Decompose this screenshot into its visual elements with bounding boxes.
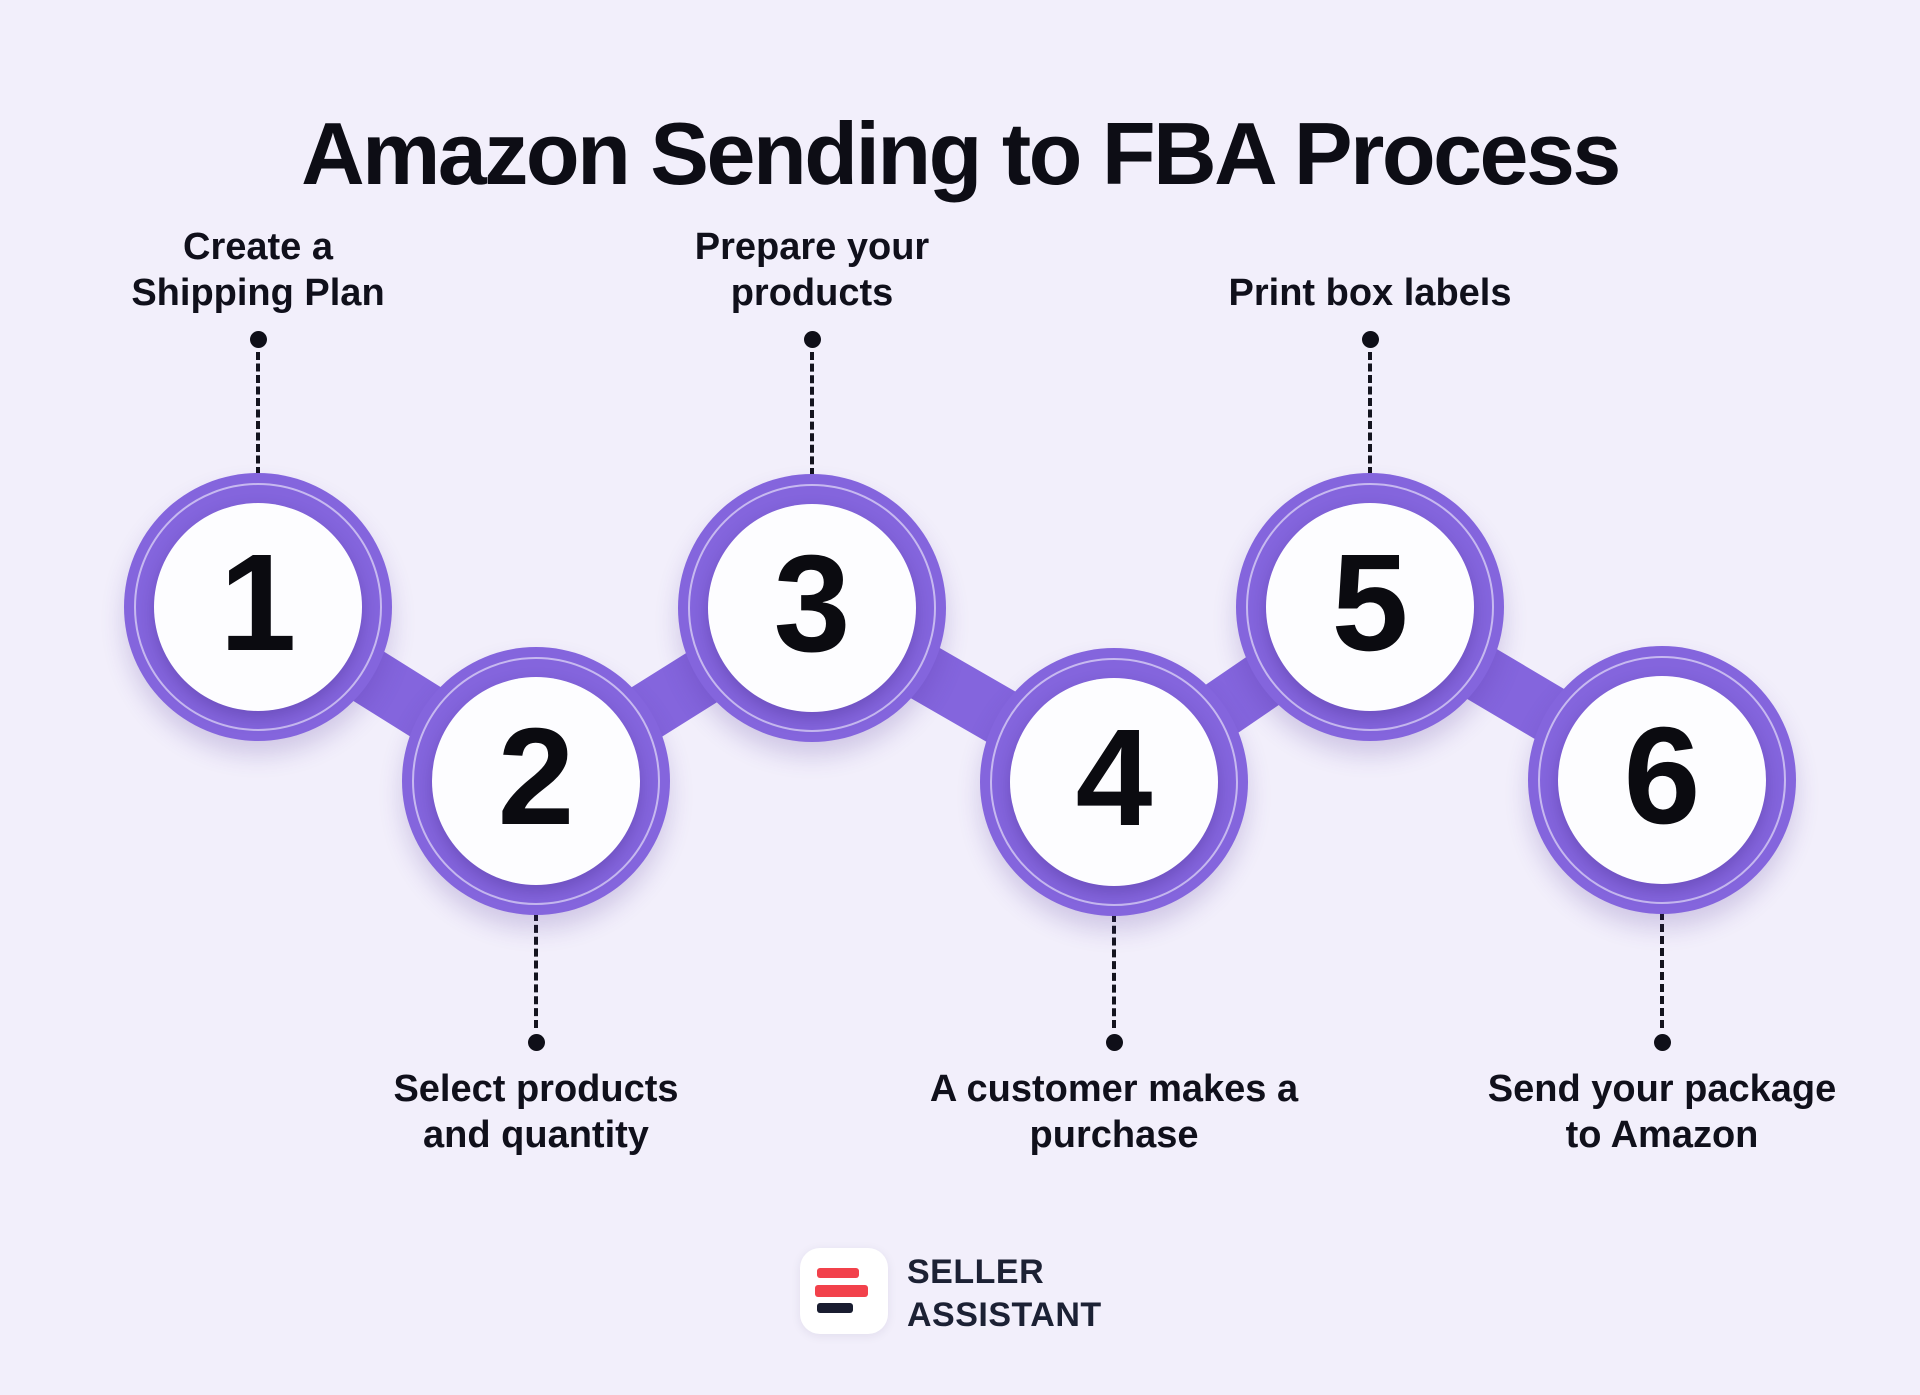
circle-inner: 1	[154, 503, 362, 711]
connector-dot	[1361, 331, 1379, 348]
step-number: 1	[219, 526, 297, 680]
connector-dot	[803, 331, 821, 348]
step-label-line: products	[730, 272, 894, 314]
connector-dot	[527, 1034, 545, 1051]
circle-inner: 5	[1266, 503, 1474, 711]
circle-inner: 3	[708, 504, 916, 712]
step-3-circle: 3	[678, 474, 946, 742]
step-number: 3	[773, 527, 851, 681]
circle-ring	[1538, 656, 1786, 904]
step-number: 6	[1623, 699, 1701, 853]
dotted-connector	[810, 352, 814, 476]
circle-inner: 2	[432, 677, 640, 885]
dotted-connector	[256, 352, 260, 475]
step-label-line: purchase	[1029, 1114, 1199, 1156]
step-label-line: Print box labels	[1228, 272, 1512, 314]
step-2-circle: 2	[402, 647, 670, 915]
step-4-circle: 4	[980, 648, 1248, 916]
page-title: Amazon Sending to FBA Process	[301, 103, 1621, 203]
dotted-connector	[1112, 914, 1116, 1028]
step-number: 4	[1075, 701, 1153, 855]
circle-ring	[134, 483, 382, 731]
circle-inner: 6	[1558, 676, 1766, 884]
step-number: 2	[497, 700, 575, 854]
circle-ring	[1246, 483, 1494, 731]
step-label-line: Select products	[393, 1068, 679, 1110]
step-1-circle: 1	[124, 473, 392, 741]
step-label-line: Create a	[183, 226, 333, 268]
brand-name-line2: ASSISTANT	[907, 1296, 1102, 1334]
circle-ring	[412, 657, 660, 905]
step-label-line: Send your package	[1487, 1068, 1837, 1110]
step-label-line: Prepare your	[694, 226, 930, 268]
connector-dot	[1105, 1034, 1123, 1051]
step-label-line: A customer makes a	[929, 1068, 1299, 1110]
step-5-circle: 5	[1236, 473, 1504, 741]
connector-dot	[1653, 1034, 1671, 1051]
step-label-line: and quantity	[423, 1114, 649, 1156]
dotted-connector	[1368, 352, 1372, 475]
step-label-line: Shipping Plan	[131, 272, 385, 314]
connector-dot	[249, 331, 267, 348]
step-label: Print box labels	[1090, 270, 1650, 316]
brand-name-line1: SELLER	[907, 1253, 1045, 1291]
step-label-line: to Amazon	[1565, 1114, 1759, 1156]
circle-ring	[990, 658, 1238, 906]
dotted-connector	[534, 913, 538, 1028]
seller-assistant-logo-icon	[800, 1248, 888, 1334]
circle-ring	[688, 484, 936, 732]
logo-bar-icon	[817, 1303, 853, 1313]
step-6-circle: 6	[1528, 646, 1796, 914]
logo-bar-icon	[815, 1285, 868, 1297]
circle-inner: 4	[1010, 678, 1218, 886]
logo-bar-icon	[817, 1268, 859, 1278]
dotted-connector	[1660, 912, 1664, 1028]
brand-name: SELLER ASSISTANT	[907, 1251, 1102, 1337]
step-number: 5	[1331, 526, 1409, 680]
